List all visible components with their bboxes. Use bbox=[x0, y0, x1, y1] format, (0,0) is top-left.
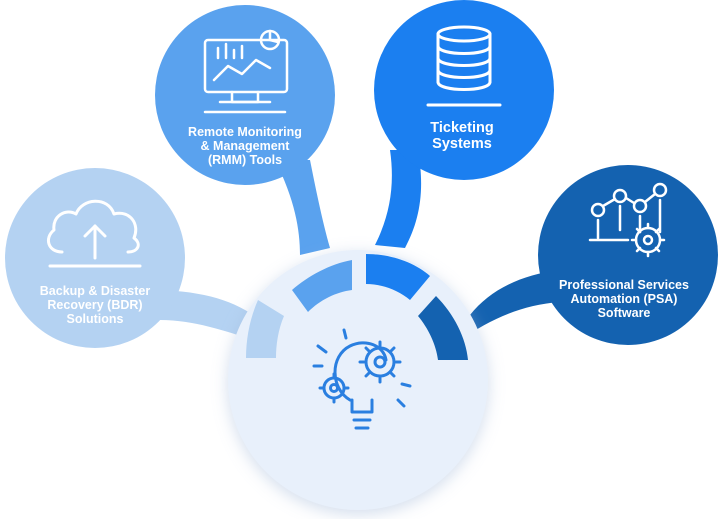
ring-segment-4 bbox=[418, 296, 468, 360]
node-psa-label-line: Automation (PSA) bbox=[570, 292, 678, 306]
node-ticketing-label: Ticketing Systems bbox=[392, 120, 532, 152]
node-ticketing-label-line: Ticketing bbox=[430, 120, 494, 136]
node-rmm-label-line: & Management bbox=[200, 139, 290, 153]
node-psa-circle bbox=[538, 165, 718, 345]
ring-segment-1 bbox=[246, 300, 284, 358]
connector-rmm bbox=[275, 160, 330, 255]
database-icon bbox=[426, 25, 502, 107]
node-rmm-label: Remote Monitoring & Management (RMM) Too… bbox=[170, 125, 320, 167]
node-psa-label-line: Professional Services bbox=[559, 278, 689, 292]
ring-segment-3 bbox=[366, 254, 430, 300]
connector-ticketing bbox=[375, 150, 422, 248]
node-rmm-label-line: Remote Monitoring bbox=[188, 125, 302, 139]
hub-circle bbox=[228, 250, 488, 510]
monitor-chart-icon bbox=[203, 29, 289, 114]
node-psa-label: Professional Services Automation (PSA) S… bbox=[540, 278, 708, 320]
node-bdr-label-line: Solutions bbox=[66, 312, 124, 326]
cloud-upload-icon bbox=[46, 199, 142, 268]
connector-psa bbox=[460, 270, 560, 340]
node-bdr-label-line: Backup & Disaster bbox=[39, 284, 151, 298]
node-ticketing-label-line: Systems bbox=[432, 136, 492, 153]
node-rmm-label-line: (RMM) Tools bbox=[207, 153, 283, 167]
node-bdr-label-line: Recovery (BDR) bbox=[47, 298, 143, 312]
node-rmm-circle bbox=[155, 5, 335, 185]
node-psa-label-line: Software bbox=[597, 306, 651, 320]
lightbulb-gears-icon bbox=[312, 328, 412, 430]
node-bdr-label: Backup & Disaster Recovery (BDR) Solutio… bbox=[20, 284, 170, 326]
ring-segment-2 bbox=[292, 260, 352, 312]
gears-chart-icon bbox=[588, 182, 668, 258]
